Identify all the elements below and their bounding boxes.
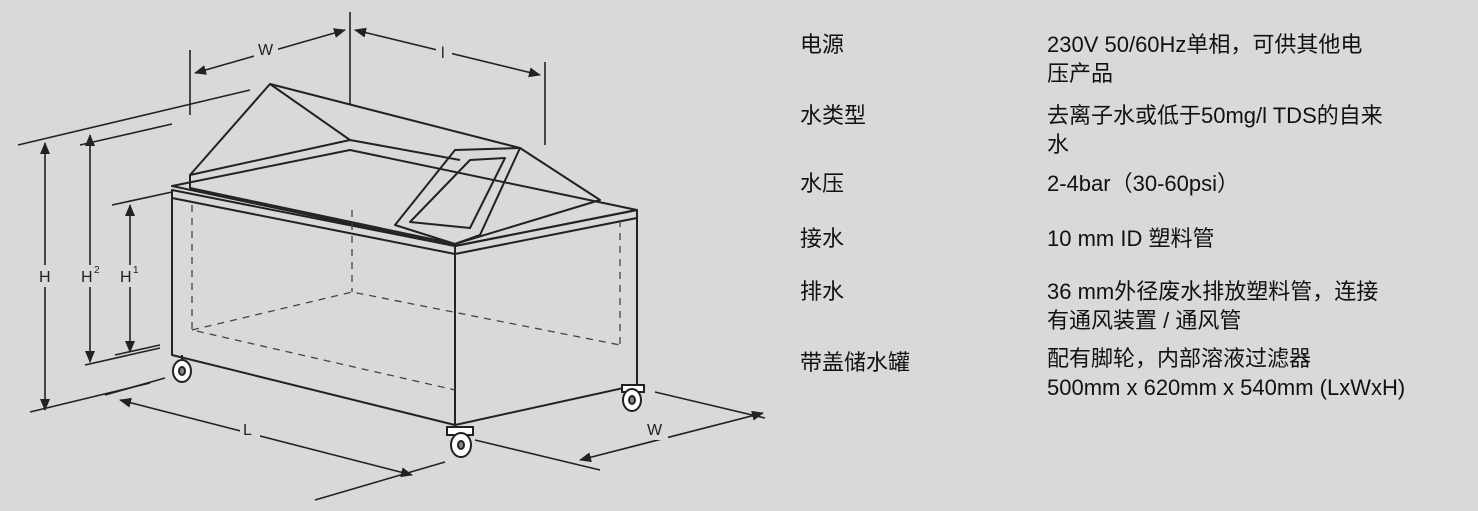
spec-label: 水压: [800, 171, 845, 196]
spec-value-line: 500mm x 620mm x 540mm (LxWxH): [1047, 375, 1406, 400]
spec-value-line: 10 mm ID 塑料管: [1047, 226, 1215, 251]
spec-value-line: 去离子水或低于50mg/l TDS的自来: [1047, 103, 1383, 128]
dimension-labels: W l H H 2 H 1 L W: [36, 38, 668, 440]
spec-value: 去离子水或低于50mg/l TDS的自来 水: [1047, 101, 1457, 159]
dim-label-w-bottom: W: [647, 422, 663, 439]
spec-value-line: 36 mm外径废水排放塑料管，连接: [1047, 279, 1379, 304]
tank-dimension-diagram: W l H H 2 H 1 L W: [17, 12, 766, 501]
dim-label-h2: H: [81, 269, 93, 286]
spec-label: 排水: [800, 279, 845, 304]
spec-value-line: 水: [1047, 132, 1070, 157]
hidden-edges: [191, 205, 621, 391]
dim-label-h1-sup: 1: [133, 265, 139, 276]
dim-label-w-top: W: [258, 42, 274, 59]
spec-value-line: 有通风装置 / 通风管: [1047, 308, 1242, 333]
spec-label: 电源: [800, 32, 845, 57]
spec-value-line: 230V 50/60Hz单相，可供其他电: [1047, 32, 1363, 57]
spec-label: 水类型: [800, 103, 867, 128]
spec-value: 36 mm外径废水排放塑料管，连接 有通风装置 / 通风管: [1047, 277, 1457, 335]
dim-label-h1: H: [120, 269, 132, 286]
tank-body: [171, 83, 638, 426]
dim-label-h: H: [39, 269, 51, 286]
spec-value-line: 压产品: [1047, 61, 1114, 86]
caster-front: [446, 426, 474, 458]
spec-value: 配有脚轮，内部溶液过滤器 500mm x 620mm x 540mm (LxWx…: [1047, 344, 1457, 402]
caster-left: [172, 355, 192, 383]
spec-value-line: 2-4bar（30-60psi）: [1047, 171, 1239, 196]
spec-value-line: 配有脚轮，内部溶液过滤器: [1047, 346, 1312, 371]
spec-value: 10 mm ID 塑料管: [1047, 224, 1457, 253]
spec-value: 230V 50/60Hz单相，可供其他电 压产品: [1047, 30, 1457, 88]
spec-label: 带盖储水罐: [800, 350, 911, 375]
dim-label-h2-sup: 2: [94, 265, 100, 276]
spec-label: 接水: [800, 226, 845, 251]
spec-value: 2-4bar（30-60psi）: [1047, 169, 1457, 198]
dim-label-l-top: l: [441, 45, 445, 62]
dim-label-l-bottom: L: [243, 422, 252, 439]
casters: [172, 355, 645, 458]
caster-right: [621, 384, 645, 412]
